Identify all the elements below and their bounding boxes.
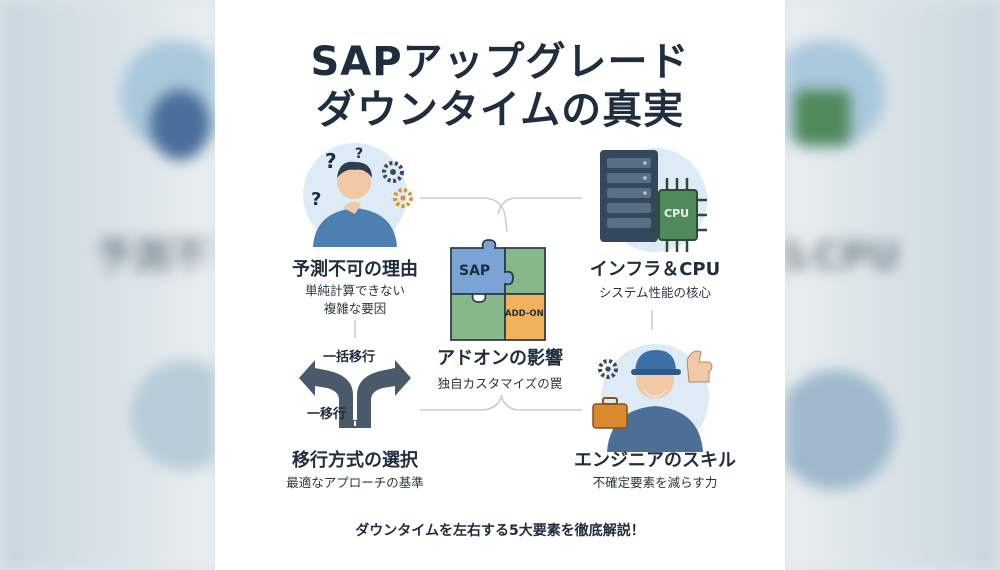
footer-caption: ダウンタイムを左右する5大要素を徹底解説！ [355, 523, 645, 539]
svg-text:?: ? [325, 149, 337, 173]
factor-title-engineer: エンジニアのスキル [574, 450, 736, 471]
factor-title-infra: インフラ＆CPU [589, 259, 721, 280]
connector-lines [354, 197, 653, 411]
title-line-2: ダウンタイムの真実 [315, 87, 685, 133]
factor-subtitle-infra: システム性能の核心 [598, 285, 712, 300]
background-right-blur: ＆CPU [785, 0, 1000, 570]
factor-title-addon: アドオンの影響 [437, 348, 563, 369]
puzzle-addon-label: ADD-ON [505, 309, 544, 319]
background-left-blur: 予測不可 [0, 0, 215, 570]
thinking-person-icon: ? ? ? [303, 143, 413, 247]
title-line-1: SAPアップグレード [310, 39, 690, 85]
puzzle-sap-label: SAP [459, 263, 491, 279]
svg-text:?: ? [311, 189, 321, 210]
blur-left-heading: 予測不可 [95, 234, 215, 278]
infographic-card: SAPアップグレード ダウンタイムの真実 ? ? ? [215, 0, 785, 570]
factor-subtitle-migration: 最適なアプローチの基準 [286, 475, 424, 490]
factor-subtitle-unpredictable-2: 複雑な要因 [323, 301, 387, 316]
blur-road-circle [130, 360, 215, 470]
road-label-bulk: 一括移行 [323, 350, 376, 365]
diagram-graphics: ? ? ? [299, 143, 713, 452]
cpu-label: CPU [664, 207, 690, 220]
svg-text:?: ? [355, 146, 363, 162]
puzzle-icon [450, 239, 546, 341]
road-label-single: 一移行 [307, 407, 347, 422]
factor-subtitle-addon: 独自カスタマイズの罠 [437, 376, 563, 391]
blur-person-shape [150, 90, 210, 160]
blur-cpu-chip [795, 90, 850, 145]
engineer-icon [592, 344, 713, 452]
server-cpu-icon [600, 148, 707, 252]
factor-title-unpredictable: 予測不可の理由 [292, 259, 418, 280]
factor-subtitle-engineer: 不確定要素を減らす力 [592, 475, 718, 490]
factor-subtitle-unpredictable-1: 単純計算できない [304, 283, 405, 298]
split-road-icon [299, 360, 411, 428]
blur-engineer-circle [785, 370, 895, 490]
factor-title-migration: 移行方式の選択 [292, 450, 418, 471]
blur-right-heading: ＆CPU [785, 234, 900, 278]
